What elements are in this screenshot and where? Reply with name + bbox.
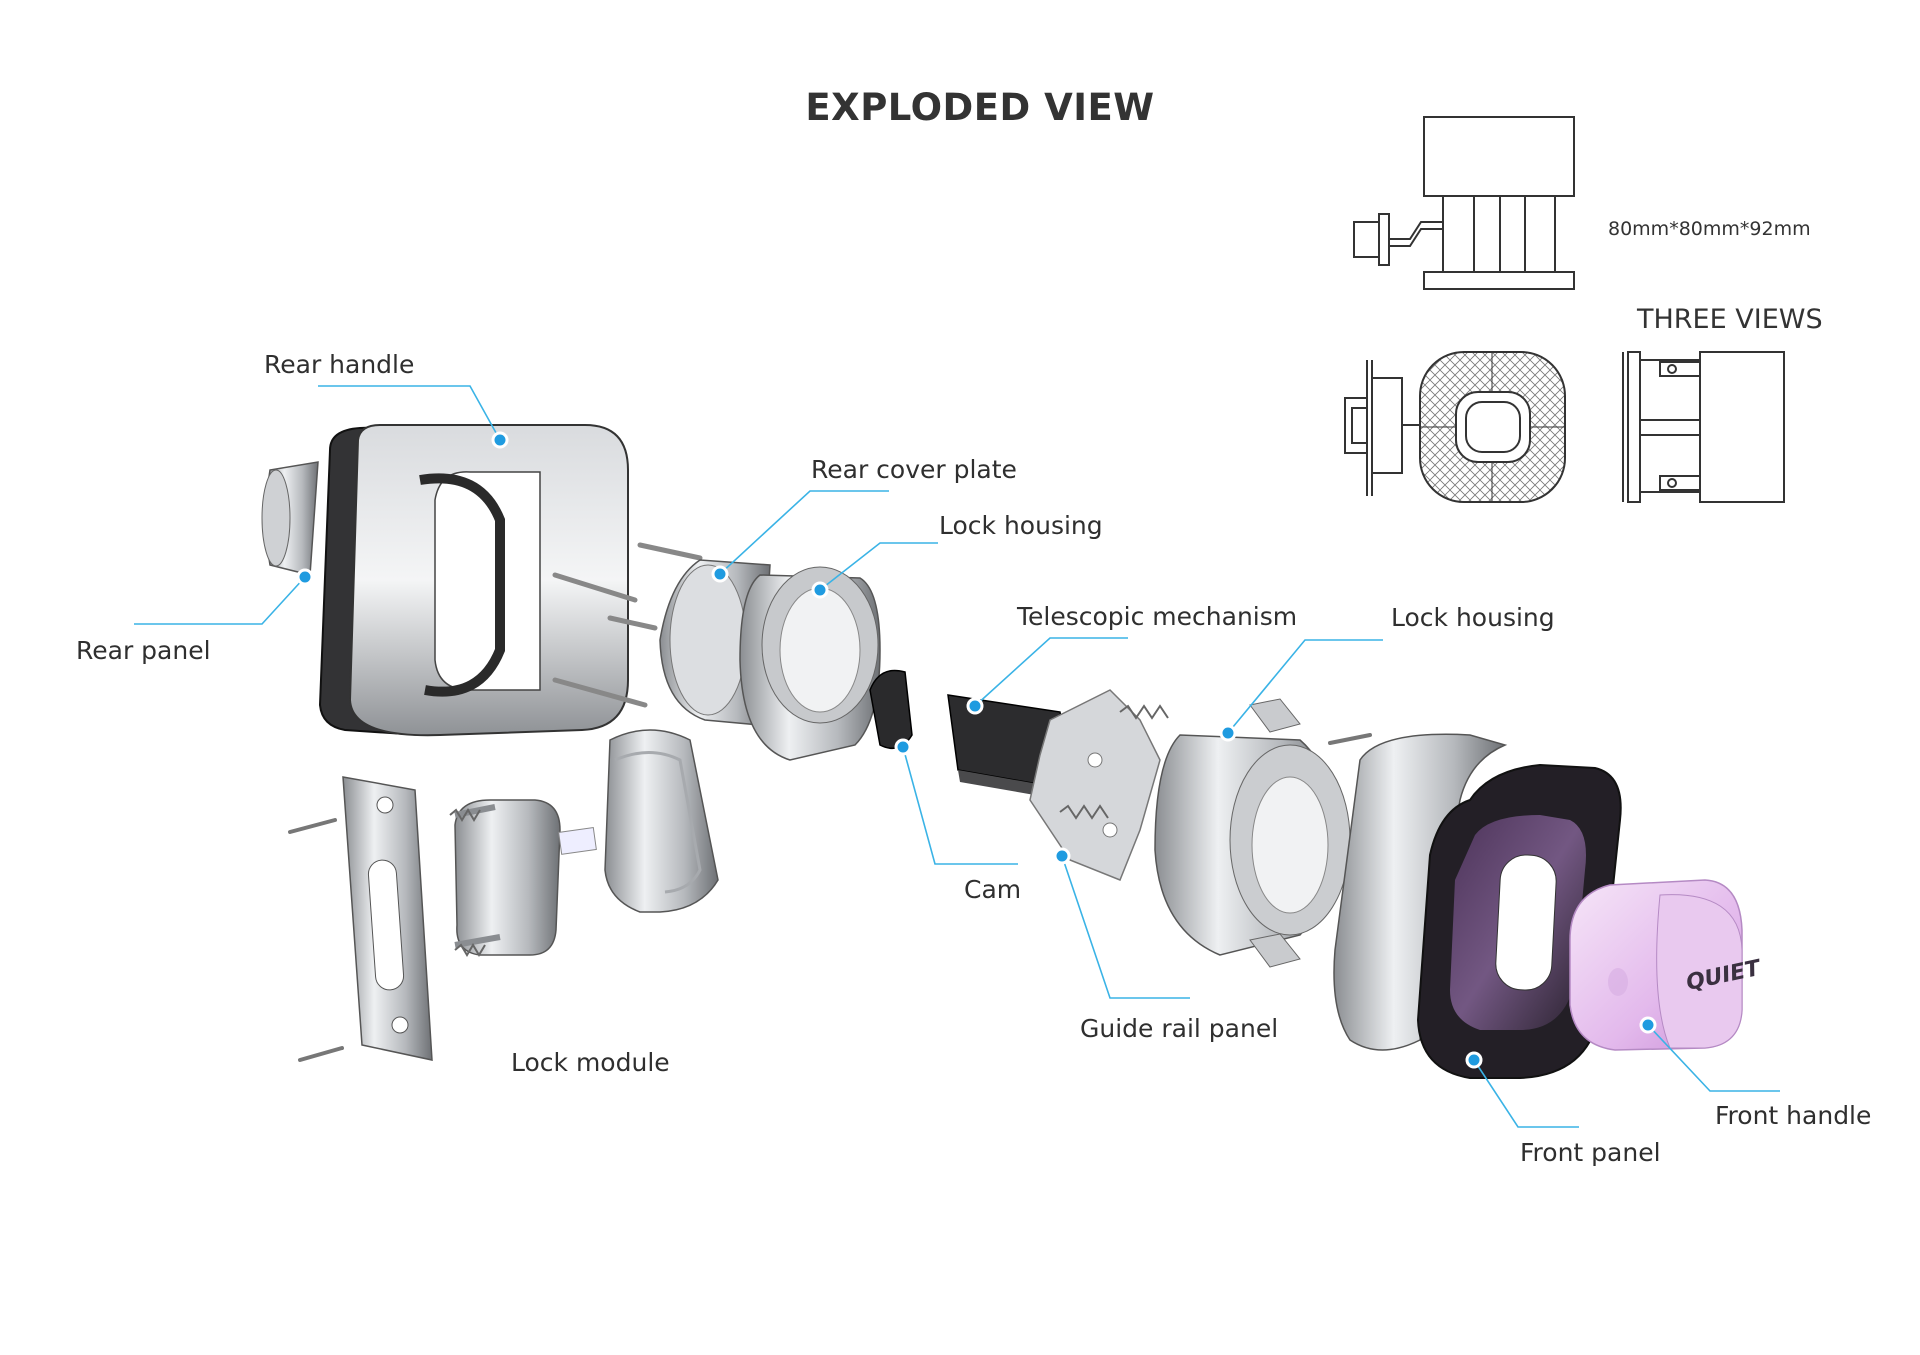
leader-front-panel <box>1473 1059 1579 1128</box>
label-guide-rail-panel: Guide rail panel <box>1080 1014 1279 1043</box>
leader-lines <box>134 385 1780 1128</box>
label-front-panel: Front panel <box>1520 1138 1661 1167</box>
three-views-heading: THREE VIEWS <box>1637 304 1823 335</box>
label-telescopic-mechanism: Telescopic mechanism <box>1017 602 1298 631</box>
label-rear-cover-plate: Rear cover plate <box>811 455 1017 484</box>
cam-part <box>869 669 913 750</box>
label-front-handle: Front handle <box>1715 1101 1872 1130</box>
rear-handle-part <box>318 423 629 737</box>
dot-front-handle <box>1639 1016 1657 1034</box>
side-view-drawing <box>1353 116 1575 290</box>
lock-housing-front-part <box>1154 698 1351 968</box>
three-views-drawings <box>1344 116 1785 503</box>
leader-guide-rail <box>1061 855 1190 999</box>
dot-front-panel <box>1465 1051 1483 1069</box>
dot-cam <box>894 738 912 756</box>
leader-lock-housing-front <box>1227 639 1383 734</box>
dimensions-label: 80mm*80mm*92mm <box>1608 218 1811 240</box>
rear-knob-part <box>261 461 319 576</box>
connecting-pins <box>552 542 703 708</box>
dot-rear-panel <box>296 568 314 586</box>
label-lock-module: Lock module <box>511 1048 670 1077</box>
oval-sleeve-part <box>604 729 719 913</box>
leader-lock-housing-rear <box>819 542 938 591</box>
label-cam: Cam <box>964 875 1022 904</box>
left-view-drawing <box>1344 360 1420 496</box>
dot-telescopic <box>966 697 984 715</box>
front-panel-part <box>1416 763 1622 1079</box>
right-view-drawing <box>1622 351 1785 503</box>
leader-cam <box>902 746 1018 865</box>
dot-lock-housing-front <box>1219 724 1237 742</box>
guide-rail-panel-part <box>1029 689 1161 881</box>
dot-lock-housing-rear <box>811 581 829 599</box>
leader-telescopic <box>974 637 1128 707</box>
label-lock-housing-front: Lock housing <box>1391 603 1555 632</box>
strike-plate-part <box>342 776 433 1061</box>
leader-rear-cover-plate <box>719 490 889 575</box>
lock-housing-rear-part <box>739 566 881 761</box>
front-handle-part: QUIET <box>1569 879 1764 1051</box>
label-lock-housing-rear: Lock housing <box>939 511 1103 540</box>
leader-rear-handle <box>318 385 501 441</box>
dot-guide-rail <box>1053 847 1071 865</box>
dot-rear-cover-plate <box>711 565 729 583</box>
latch-body-part <box>454 799 597 956</box>
front-ring-part <box>1333 733 1508 1051</box>
springs <box>449 704 1169 957</box>
diagram-title: EXPLODED VIEW <box>805 86 1155 129</box>
label-rear-panel: Rear panel <box>76 636 211 665</box>
leader-rear-panel <box>134 576 306 625</box>
front-view-drawing <box>1419 351 1566 503</box>
dot-rear-handle <box>491 431 509 449</box>
leader-front-handle <box>1647 1024 1780 1092</box>
callout-dots <box>296 431 1657 1069</box>
label-rear-handle: Rear handle <box>264 350 415 379</box>
